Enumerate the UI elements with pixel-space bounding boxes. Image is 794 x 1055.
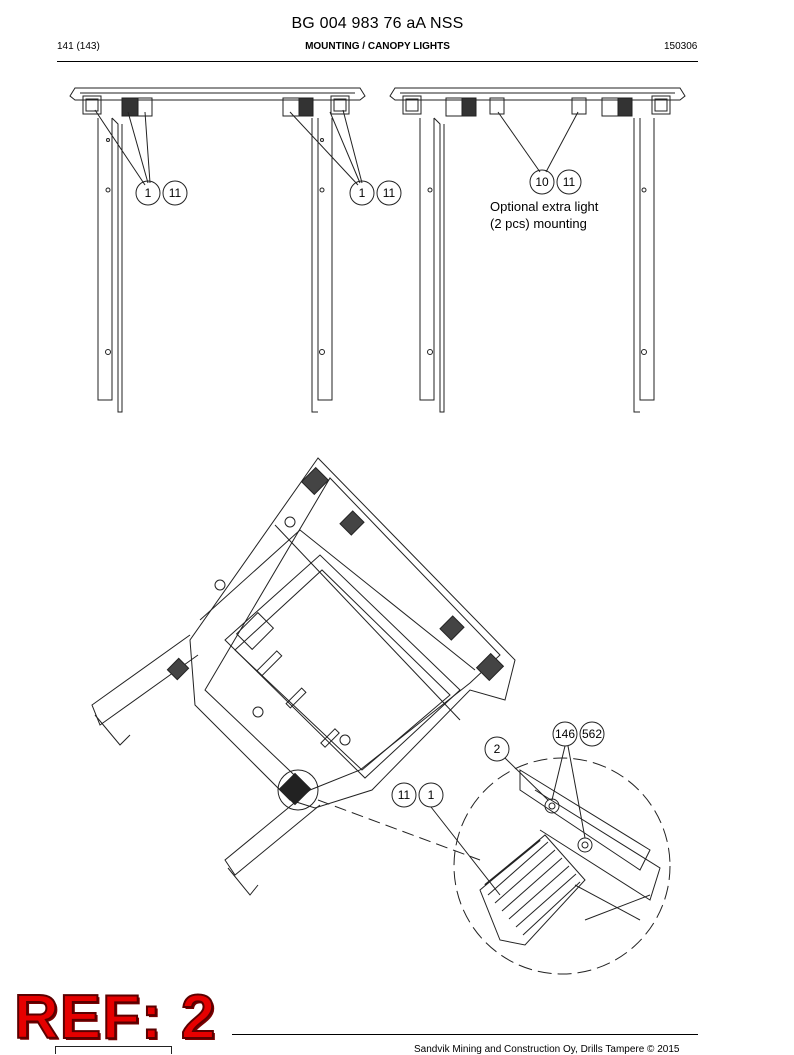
optional-note-line1: Optional extra light — [490, 199, 599, 214]
front-view-right — [389, 87, 686, 413]
balloon-label: 2 — [494, 742, 501, 756]
optional-light-note: Optional extra light (2 pcs) mounting — [490, 198, 598, 232]
balloon-label: 1 — [359, 186, 366, 200]
page-number: 141 (143) — [57, 41, 100, 52]
front-view-left — [69, 87, 366, 413]
footer-copyright: Sandvik Mining and Construction Oy, Dril… — [414, 1044, 680, 1055]
canopy-light-icon — [330, 95, 350, 115]
balloon-label: 562 — [582, 727, 602, 741]
optional-note-line2: (2 pcs) mounting — [490, 216, 587, 231]
led-light-heatsink-icon — [479, 834, 586, 946]
balloon-label: 11 — [383, 186, 396, 200]
balloon-label: 10 — [535, 175, 549, 189]
section-title: MOUNTING / CANOPY LIGHTS — [305, 41, 450, 52]
canopy-iso-view — [91, 457, 516, 896]
balloon-label: 11 — [398, 788, 411, 802]
header-rule — [57, 61, 698, 62]
canopy-light-icon — [121, 97, 153, 117]
balloon-label: 1 — [145, 186, 152, 200]
balloon-label: 11 — [563, 175, 576, 189]
document-number: BG 004 983 76 aA NSS — [291, 15, 464, 32]
date-code: 150306 — [664, 41, 698, 52]
callout-balloons — [135, 169, 605, 896]
company-logo — [55, 1046, 172, 1054]
balloon-label: 11 — [169, 186, 182, 200]
canopy-light-icon — [82, 95, 102, 115]
footer-rule — [232, 1034, 698, 1035]
ref-stamp: REF: 2 — [13, 983, 217, 1052]
balloon-label: 1 — [428, 788, 435, 802]
balloon-label: 146 — [555, 727, 575, 741]
detail-view — [453, 757, 671, 975]
canopy-light-icon — [282, 97, 314, 117]
